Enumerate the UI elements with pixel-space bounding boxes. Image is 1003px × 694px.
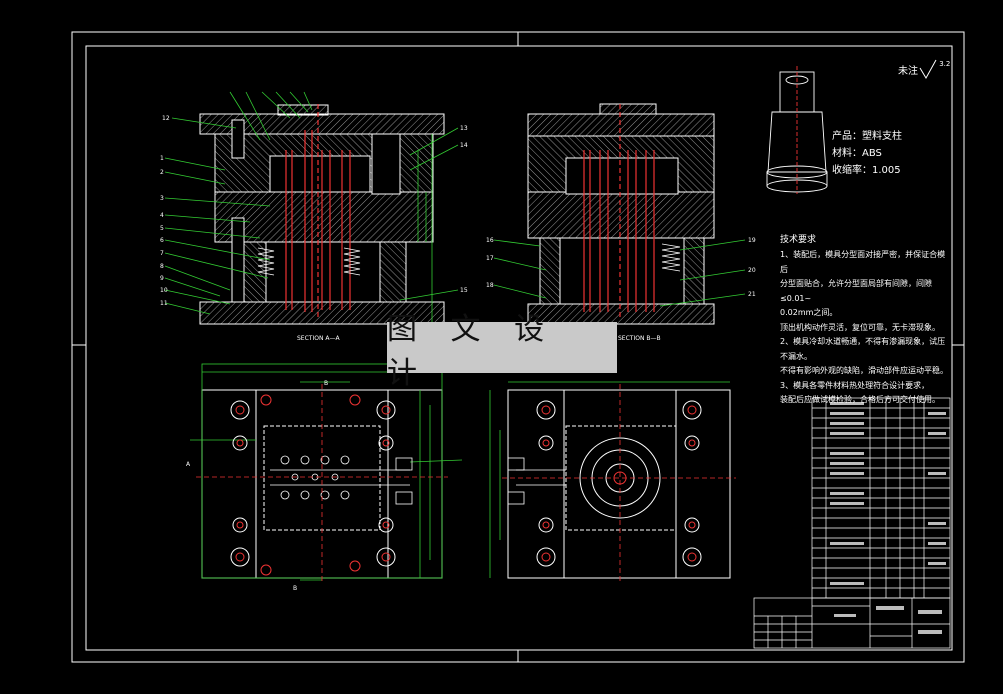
tech-line: 0.02mm之间。 [780, 308, 838, 317]
roughness-value: 3.2 [939, 60, 951, 68]
section-b-caption: SECTION B—B [618, 335, 661, 342]
technical-requirements: 1、装配后，模具分型面对接严密，并保证合模后 分型面贴合，允许分型面局部有间隙，… [780, 248, 950, 408]
section-a-view: 12 1 2 3 4 5 6 7 8 9 10 11 13 14 15 SECT… [160, 91, 468, 342]
product-material: 材料：ABS [832, 148, 882, 159]
svg-text:A: A [186, 461, 191, 468]
tech-line: 装配后应做试模检验，合格后方可交付使用。 [780, 395, 940, 404]
roughness-note: 未注 3.2 [898, 60, 951, 77]
svg-text:4: 4 [160, 212, 164, 219]
svg-text:3: 3 [160, 195, 164, 202]
tech-line: 不得有影响外观的缺陷，滑动部件应运动平稳。 [780, 366, 948, 375]
svg-text:16: 16 [486, 237, 494, 244]
plan-view-left: A B B [186, 363, 463, 592]
product-info: 产品：塑料支柱 材料：ABS 收缩率：1.005 [832, 128, 902, 179]
svg-text:12: 12 [162, 115, 170, 122]
plan-view-right [489, 381, 736, 584]
svg-text:15: 15 [460, 287, 468, 294]
inner-border [85, 45, 953, 651]
svg-text:19: 19 [748, 237, 756, 244]
svg-text:14: 14 [460, 142, 468, 149]
section-b-view: 16 17 18 19 20 21 SECTION B—B [486, 103, 756, 342]
watermark-banner: 图 文 设 计 [387, 312, 617, 391]
tech-line: 3、模具各零件材料热处理符合设计要求， [780, 380, 930, 390]
technical-requirements-title: 技术要求 [780, 235, 817, 245]
svg-text:2: 2 [160, 169, 164, 176]
svg-text:1: 1 [160, 155, 164, 162]
roughness-note-text: 未注 [898, 66, 918, 77]
svg-text:5: 5 [160, 225, 164, 232]
product-shrinkage: 收缩率：1.005 [832, 165, 901, 176]
svg-text:6: 6 [160, 237, 164, 244]
product-name: 产品：塑料支柱 [832, 131, 902, 142]
svg-text:9: 9 [160, 275, 164, 282]
svg-text:18: 18 [486, 282, 494, 289]
section-a-caption: SECTION A—A [297, 335, 340, 342]
svg-text:11: 11 [160, 300, 168, 307]
parts-list-table [753, 397, 951, 649]
svg-text:17: 17 [486, 255, 494, 262]
part-sketch [766, 66, 828, 194]
svg-text:21: 21 [748, 291, 756, 298]
svg-text:8: 8 [160, 263, 164, 270]
tech-line: 顶出机构动作灵活，复位可靠，无卡滞现象。 [780, 322, 940, 332]
svg-text:B: B [324, 380, 328, 387]
tech-line: 分型面贴合，允许分型面局部有间隙，间隙≤0.01~ [780, 279, 932, 303]
svg-text:20: 20 [748, 267, 756, 274]
tech-line: 2、模具冷却水道畅通，不得有渗漏现象，试压不漏水。 [780, 337, 946, 361]
svg-text:7: 7 [160, 250, 164, 257]
svg-text:13: 13 [460, 125, 468, 132]
svg-text:10: 10 [160, 287, 168, 294]
tech-line: 1、装配后，模具分型面对接严密，并保证合模后 [780, 250, 946, 274]
svg-text:B: B [293, 585, 297, 592]
